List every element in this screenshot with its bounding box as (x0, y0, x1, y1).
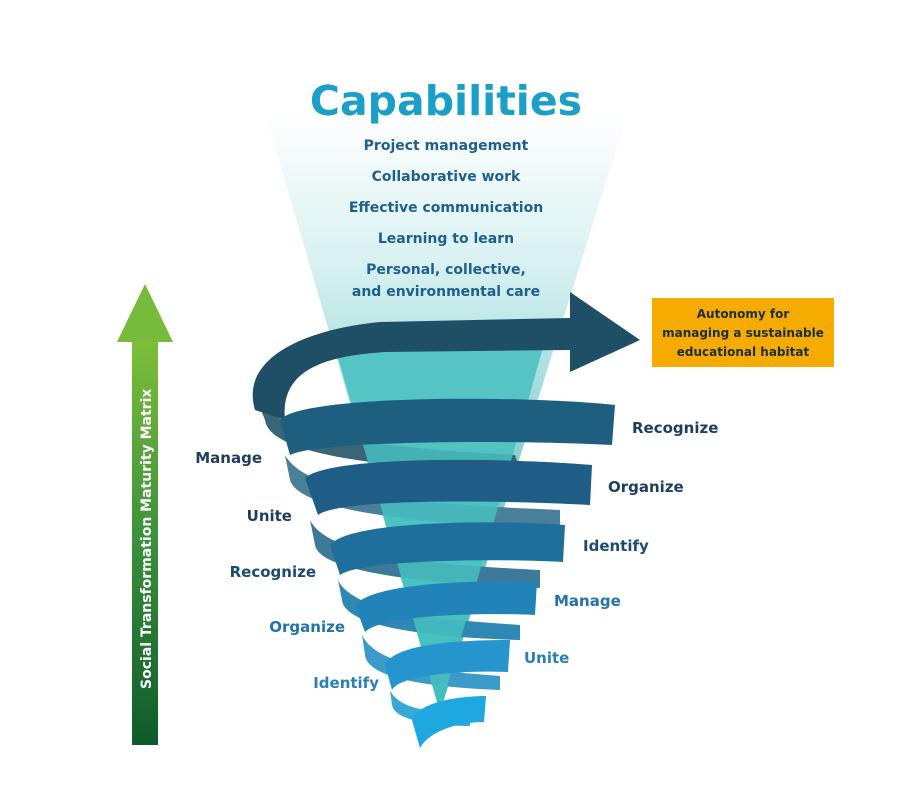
spiral-band (355, 581, 537, 632)
outcome-text: managing a sustainable (662, 326, 824, 340)
outcome-text: educational habitat (677, 345, 810, 359)
capability-item: Project management (364, 138, 529, 154)
spiral-band (280, 398, 615, 455)
spiral-band (385, 640, 510, 690)
spiral-band (305, 459, 592, 515)
spiral-label-right: Recognize (632, 419, 718, 437)
outcome-arrow (252, 292, 641, 420)
spiral-label-right: Identify (583, 537, 649, 555)
spiral-band (330, 522, 565, 575)
page-title: Capabilities (310, 77, 582, 125)
spiral-label-right: Manage (554, 592, 621, 610)
spiral-label-left: Unite (247, 507, 292, 525)
outcome-text: Autonomy for (697, 307, 790, 321)
spiral-label-right: Organize (608, 478, 684, 496)
capability-item: and environmental care (352, 284, 540, 300)
spiral-label-left: Organize (269, 618, 345, 636)
axis-label: Social Transformation Maturity Matrix (139, 389, 155, 689)
spiral-label-left: Recognize (230, 563, 316, 581)
maturity-arrow-head (117, 284, 173, 342)
capability-item: Collaborative work (372, 169, 521, 185)
outcome-box (652, 298, 834, 367)
spiral-label-left: Manage (195, 449, 262, 467)
capability-item: Personal, collective, (366, 262, 526, 278)
spiral-band (412, 696, 486, 748)
capability-item: Effective communication (349, 200, 543, 216)
spiral-label-left: Identify (313, 674, 379, 692)
spiral-label-right: Unite (524, 649, 569, 667)
maturity-arrow-shaft (132, 340, 158, 745)
capability-item: Learning to learn (378, 231, 514, 247)
